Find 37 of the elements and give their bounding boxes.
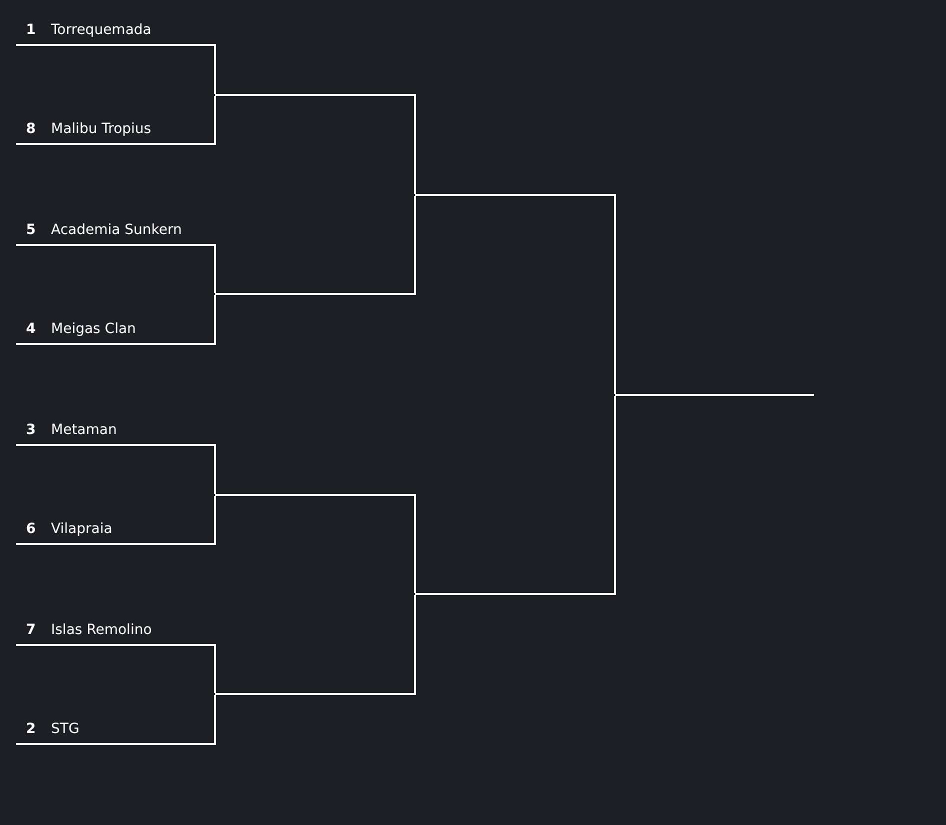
bracket-connector — [214, 644, 216, 693]
seed-number: 2 — [26, 721, 36, 737]
bracket-line — [215, 693, 415, 695]
seed-number: 7 — [26, 622, 36, 638]
seed-number: 4 — [26, 321, 36, 337]
team-name: Malibu Tropius — [51, 121, 152, 137]
bracket-connector — [214, 295, 216, 345]
bracket-connector — [414, 94, 416, 194]
team-name: Metaman — [51, 422, 117, 438]
team-name: Meigas Clan — [51, 321, 136, 337]
bracket-connector — [214, 695, 216, 745]
bracket-connector — [214, 444, 216, 494]
team-name: STG — [51, 721, 80, 737]
bracket-line — [215, 494, 415, 496]
bracket-line — [415, 593, 615, 595]
bracket-line — [615, 394, 814, 396]
bracket-connector — [414, 595, 416, 695]
bracket-line — [415, 194, 615, 196]
bracket-connector — [214, 44, 216, 94]
bracket-line — [215, 293, 415, 295]
team-name: Vilapraia — [51, 521, 112, 537]
team-name: Torrequemada — [51, 22, 152, 38]
team-name: Academia Sunkern — [51, 222, 182, 238]
bracket-connector — [214, 96, 216, 145]
bracket-line — [215, 94, 415, 96]
seed-number: 8 — [26, 121, 36, 137]
team-name: Islas Remolino — [51, 622, 152, 638]
seed-number: 3 — [26, 422, 36, 438]
seed-number: 1 — [26, 22, 36, 38]
bracket-connector — [214, 244, 216, 293]
bracket-connector — [614, 194, 616, 394]
bracket-connector — [414, 196, 416, 295]
bracket-connector — [214, 496, 216, 545]
seed-number: 6 — [26, 521, 36, 537]
bracket-connector — [414, 494, 416, 593]
seed-number: 5 — [26, 222, 36, 238]
bracket-connector — [614, 396, 616, 595]
